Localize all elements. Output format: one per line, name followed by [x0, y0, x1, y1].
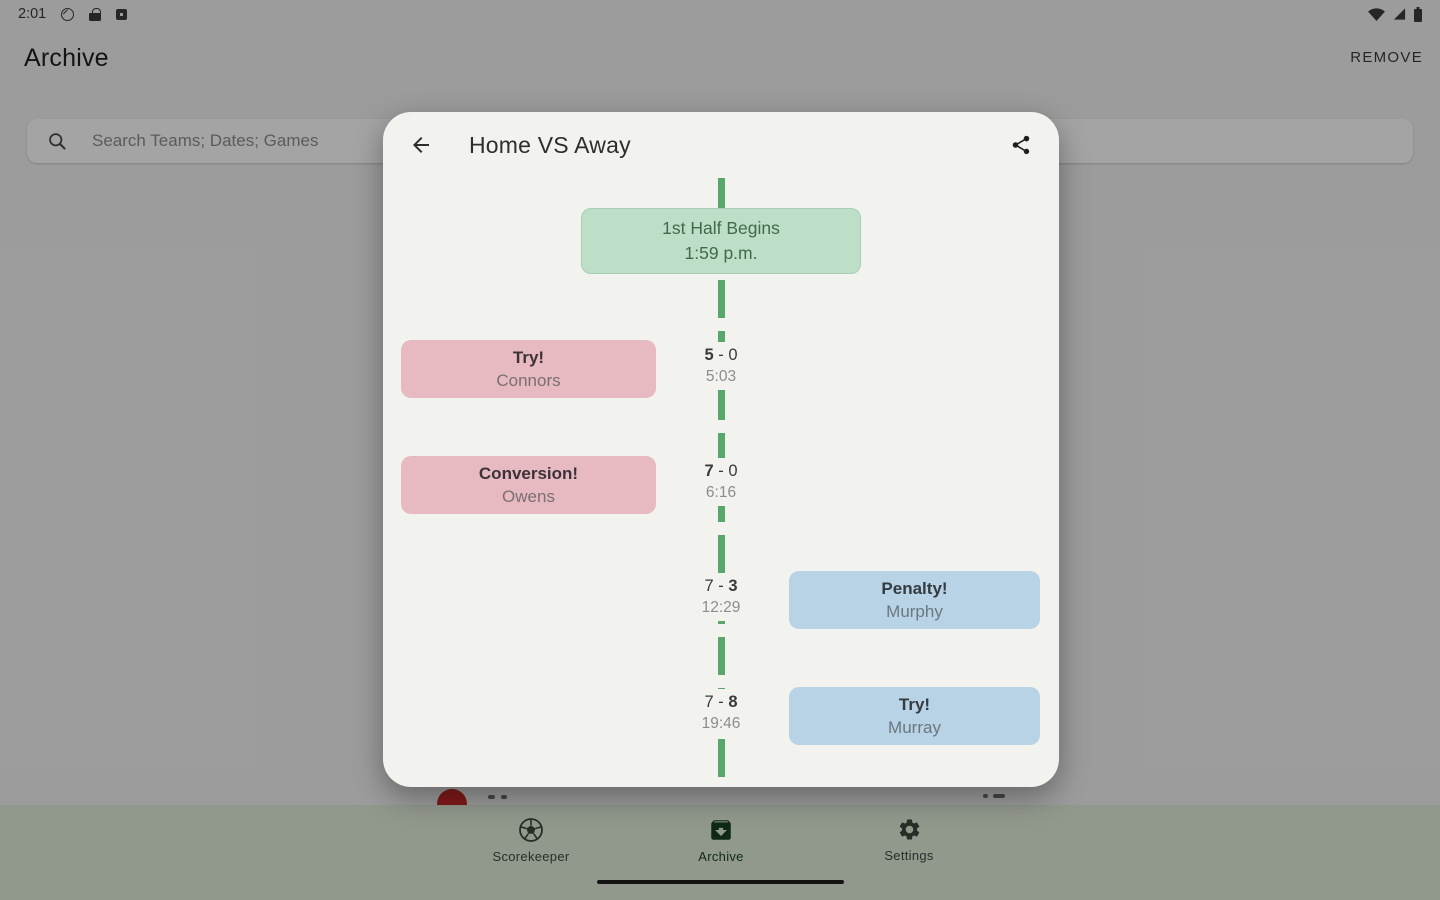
gear-icon [897, 817, 922, 842]
nav-item-settings[interactable]: Settings [839, 817, 979, 863]
dialog-header: Home VS Away [383, 112, 1059, 178]
status-bar: 2:01 [0, 0, 1440, 28]
battery-icon [1414, 6, 1422, 22]
score-label: 7 - 3 12:29 [689, 573, 753, 621]
score-text: 5 - 0 [704, 346, 738, 364]
event-card-away[interactable]: Try! Murray [789, 687, 1040, 745]
event-player: Murphy [886, 601, 943, 621]
event-card-away[interactable]: Penalty! Murphy [789, 571, 1040, 629]
nav-label-settings: Settings [884, 848, 934, 863]
game-timeline-dialog: Home VS Away 1st Half Begins 1:59 p.m. T… [383, 112, 1059, 787]
archive-icon [708, 817, 734, 843]
event-title: Conversion! [478, 463, 579, 483]
score-text: 7 - 3 [704, 577, 738, 595]
app-notification-icon [116, 8, 128, 20]
bottom-nav: Scorekeeper Archive Settings [0, 805, 1440, 900]
nav-label-archive: Archive [698, 849, 744, 864]
clipped-text-mark [488, 795, 495, 799]
nav-item-archive[interactable]: Archive [651, 817, 791, 864]
wifi-icon [1368, 7, 1385, 21]
score-text: 7 - 8 [704, 693, 738, 711]
back-button[interactable] [407, 131, 435, 159]
score-text: 7 - 0 [704, 462, 738, 480]
clipped-text-mark [993, 794, 1005, 798]
event-player: Owens [502, 486, 555, 506]
score-time: 12:29 [701, 599, 741, 616]
half-begin-marker: 1st Half Begins 1:59 p.m. [581, 208, 861, 274]
gesture-handle[interactable] [597, 880, 844, 884]
event-title: Try! [512, 347, 545, 367]
score-time: 5:03 [705, 368, 737, 385]
event-card-home[interactable]: Conversion! Owens [401, 456, 656, 514]
score-time: 19:46 [701, 715, 741, 732]
event-card-home[interactable]: Try! Connors [401, 340, 656, 398]
page-title: Archive [24, 44, 109, 72]
soccer-ball-icon [518, 817, 544, 843]
signal-icon [1392, 7, 1407, 21]
search-icon [47, 131, 68, 152]
event-title: Penalty! [881, 578, 948, 598]
event-player: Connors [496, 370, 561, 390]
dialog-title: Home VS Away [469, 131, 631, 158]
nav-item-scorekeeper[interactable]: Scorekeeper [461, 817, 601, 864]
score-label: 7 - 0 6:16 [692, 458, 750, 506]
clipped-text-mark [983, 794, 988, 798]
score-label: 5 - 0 5:03 [692, 342, 750, 390]
event-player: Murray [888, 717, 941, 737]
clipped-text-mark [501, 795, 507, 799]
remove-button[interactable]: REMOVE [1350, 49, 1423, 66]
nav-label-scorekeeper: Scorekeeper [492, 849, 570, 864]
lock-icon [89, 7, 102, 21]
score-label: 7 - 8 19:46 [689, 689, 753, 737]
score-time: 6:16 [705, 484, 737, 501]
clock-time: 2:01 [18, 6, 47, 22]
half-begin-label: 1st Half Begins [662, 218, 780, 238]
data-saver-icon [61, 7, 75, 21]
half-begin-time: 1:59 p.m. [684, 243, 758, 263]
event-title: Try! [898, 694, 931, 714]
share-button[interactable] [1007, 131, 1035, 159]
